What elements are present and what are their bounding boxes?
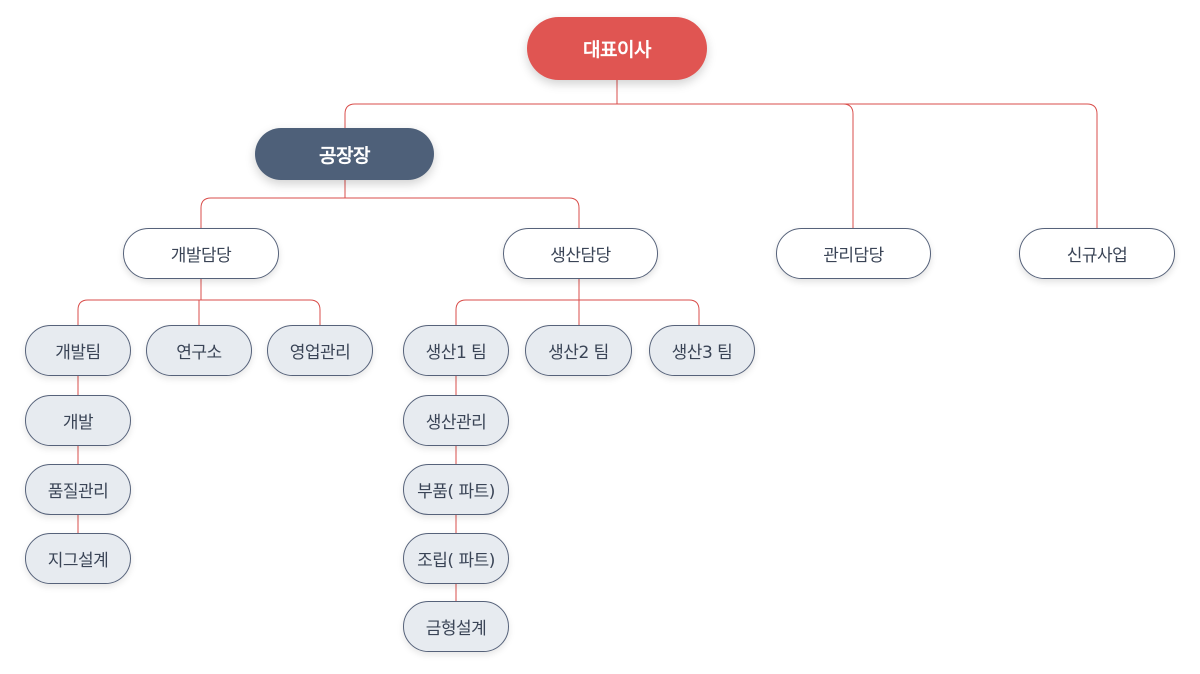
parts-unit-node: 부품( 파트): [403, 464, 509, 515]
connector-prod-bus: [455, 299, 700, 325]
research-lab-node: 연구소: [146, 325, 252, 376]
prod-team2-node: 생산2 팀: [525, 325, 632, 376]
prod-dept-node: 생산담당: [503, 228, 658, 279]
quality-unit-node: 품질관리: [25, 464, 131, 515]
ceo-node: 대표이사: [527, 17, 707, 80]
assembly-unit-node: 조립( 파트): [403, 533, 509, 584]
admin-dept-node: 관리담당: [776, 228, 931, 279]
connector-admin-drop: [842, 103, 854, 228]
factory-manager-node: 공장장: [255, 128, 434, 180]
prod-team3-node: 생산3 팀: [649, 325, 755, 376]
sales-mgmt-node: 영업관리: [267, 325, 373, 376]
dev-dept-node: 개발담당: [123, 228, 279, 279]
mold-design-unit-node: 금형설계: [403, 601, 509, 652]
connector-dept-bus: [200, 197, 580, 228]
jig-design-unit-node: 지그설계: [25, 533, 131, 584]
dev-team-node: 개발팀: [25, 325, 131, 376]
dev-unit-node: 개발: [25, 395, 131, 446]
prod-team1-node: 생산1 팀: [403, 325, 509, 376]
prod-mgmt-unit-node: 생산관리: [403, 395, 509, 446]
connector-level2-bus: [344, 103, 1098, 228]
new-business-node: 신규사업: [1019, 228, 1175, 279]
